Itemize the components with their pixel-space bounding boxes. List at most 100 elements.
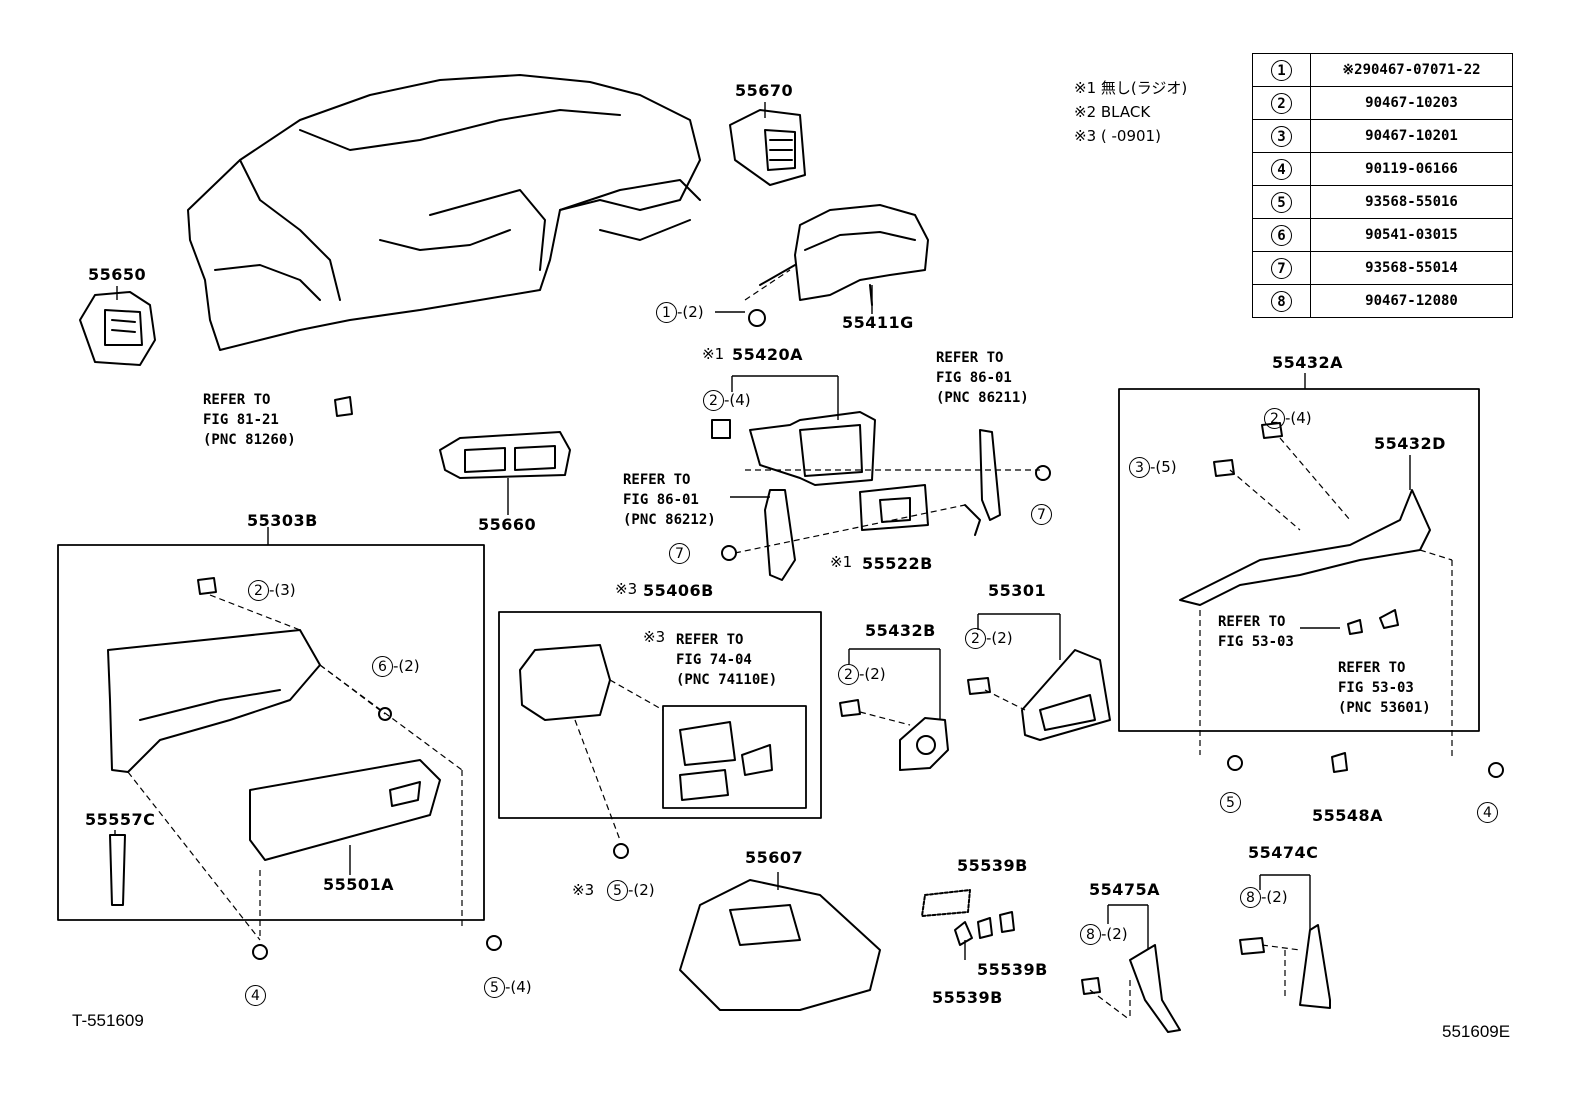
- center-vent-55660-drawing: [439, 431, 571, 479]
- figure-code: T-551609: [72, 1011, 144, 1030]
- legend-part-number: 90467-10203: [1310, 86, 1513, 120]
- callout-3: 3-(5): [1129, 457, 1177, 478]
- note-1: ※1 無し(ラジオ): [1074, 79, 1188, 97]
- callout-qty: -(2): [1261, 888, 1288, 906]
- callout-number: 2: [838, 664, 859, 685]
- legend-key: 3: [1252, 119, 1311, 153]
- note-mark-1b: ※1: [830, 553, 853, 571]
- callout-4b: 4: [1477, 802, 1498, 823]
- part-label-55432b: 55432B: [865, 621, 936, 640]
- legend-key: 4: [1252, 152, 1311, 186]
- callout-5c: 5: [1220, 792, 1241, 813]
- callout-number: 3: [1129, 457, 1150, 478]
- pillar-55475a-drawing: [1081, 944, 1181, 1033]
- callout-number: 4: [1477, 802, 1498, 823]
- callout-number: 2: [965, 628, 986, 649]
- callout-number: 7: [669, 543, 690, 564]
- callout-qty: -(2): [859, 665, 886, 683]
- part-label-55557c: 55557C: [85, 810, 156, 829]
- part-label-55539b-top: 55539B: [957, 856, 1028, 875]
- panel-55607-drawing: [679, 879, 881, 1011]
- panel-55522b-drawing: [859, 484, 929, 531]
- callout-qty: -(4): [1285, 409, 1312, 427]
- legend-key-circle: 1: [1271, 59, 1292, 81]
- lower-panel-55432d-drawing: [1179, 489, 1431, 606]
- part-label-55474c: 55474C: [1248, 843, 1319, 862]
- callout-2a: 2-(4): [703, 390, 751, 411]
- assembly-lines: [127, 269, 1453, 1021]
- callout-number: 8: [1240, 887, 1261, 908]
- callout-number: 5: [607, 880, 628, 901]
- part-label-55501a: 55501A: [323, 875, 395, 894]
- callout-4a: 4: [245, 985, 266, 1006]
- callout-qty: -(3): [269, 581, 296, 599]
- note-mark-3: ※3: [615, 580, 638, 598]
- callout-number: 5: [484, 977, 505, 998]
- callout-8b: 8-(2): [1240, 887, 1288, 908]
- cup-holder-drawing: [519, 644, 773, 801]
- part-label-55301: 55301: [988, 581, 1047, 600]
- legend-key: 7: [1252, 251, 1311, 285]
- legend-part-number: 90119-06166: [1310, 152, 1513, 186]
- note-mark-3c: ※3: [572, 881, 595, 899]
- part-label-55420a: 55420A: [732, 345, 804, 364]
- legend-part-number: 90467-10201: [1310, 119, 1513, 153]
- legend-row: 5 93568-55016: [1252, 185, 1513, 219]
- panel-55301-drawing: [1021, 649, 1111, 741]
- callout-5a: 5-(2): [607, 880, 655, 901]
- callout-7a: 7: [1031, 504, 1052, 525]
- leader-lines: [114, 102, 1411, 960]
- legend-part-number: 93568-55014: [1310, 251, 1513, 285]
- legend-key-circle: 6: [1271, 224, 1292, 246]
- pillar-55474c-drawing: [1239, 924, 1331, 1009]
- callout-qty: -(4): [505, 978, 532, 996]
- legend-part-number: ※290467-07071-22: [1310, 53, 1513, 87]
- callout-5b: 5-(4): [484, 977, 532, 998]
- legend-key-circle: 4: [1271, 158, 1292, 180]
- callout-number: 2: [248, 580, 269, 601]
- part-label-55660: 55660: [478, 515, 537, 534]
- callout-qty: -(2): [677, 303, 704, 321]
- notes: ※1 無し(ラジオ) ※2 BLACK ※3 ( -0901): [1074, 76, 1187, 148]
- vent-55670-drawing: [729, 109, 806, 186]
- note-mark-1: ※1: [702, 345, 725, 363]
- box-74110e: [662, 705, 807, 809]
- part-label-55607: 55607: [745, 848, 804, 867]
- legend-part-number: 90541-03015: [1310, 218, 1513, 252]
- callout-number: 8: [1080, 924, 1101, 945]
- callout-number: 2: [1264, 408, 1285, 429]
- callout-number: 4: [245, 985, 266, 1006]
- callout-1: 1-(2): [656, 302, 704, 323]
- legend-key-circle: 3: [1271, 125, 1292, 147]
- callout-qty: -(2): [393, 657, 420, 675]
- callout-qty: -(5): [1150, 458, 1177, 476]
- part-label-55522b: 55522B: [862, 554, 933, 573]
- radio-frame-55420a-drawing: [711, 411, 876, 486]
- legend-key: 5: [1252, 185, 1311, 219]
- legend-part-number: 93568-55016: [1310, 185, 1513, 219]
- part-label-55432d: 55432D: [1374, 434, 1446, 453]
- legend-row: 3 90467-10201: [1252, 119, 1513, 153]
- bracket-86212-drawing: [764, 489, 796, 581]
- callout-number: 5: [1220, 792, 1241, 813]
- meter-hood-55411g-drawing: [759, 204, 929, 306]
- callout-number: 6: [372, 656, 393, 677]
- legend-row: 4 90119-06166: [1252, 152, 1513, 186]
- note-mark-3b: ※3: [643, 628, 666, 646]
- note-2: ※2 BLACK: [1074, 103, 1151, 121]
- bracket-86211-drawing: [964, 429, 1001, 536]
- callout-6: 6-(2): [372, 656, 420, 677]
- part-label-55303b: 55303B: [247, 511, 318, 530]
- legend-key-circle: 8: [1271, 290, 1292, 312]
- legend-key-circle: 5: [1271, 191, 1292, 213]
- callout-2b: 2-(3): [248, 580, 296, 601]
- legend-key-circle: 7: [1271, 257, 1292, 279]
- part-label-55411g: 55411G: [842, 313, 914, 332]
